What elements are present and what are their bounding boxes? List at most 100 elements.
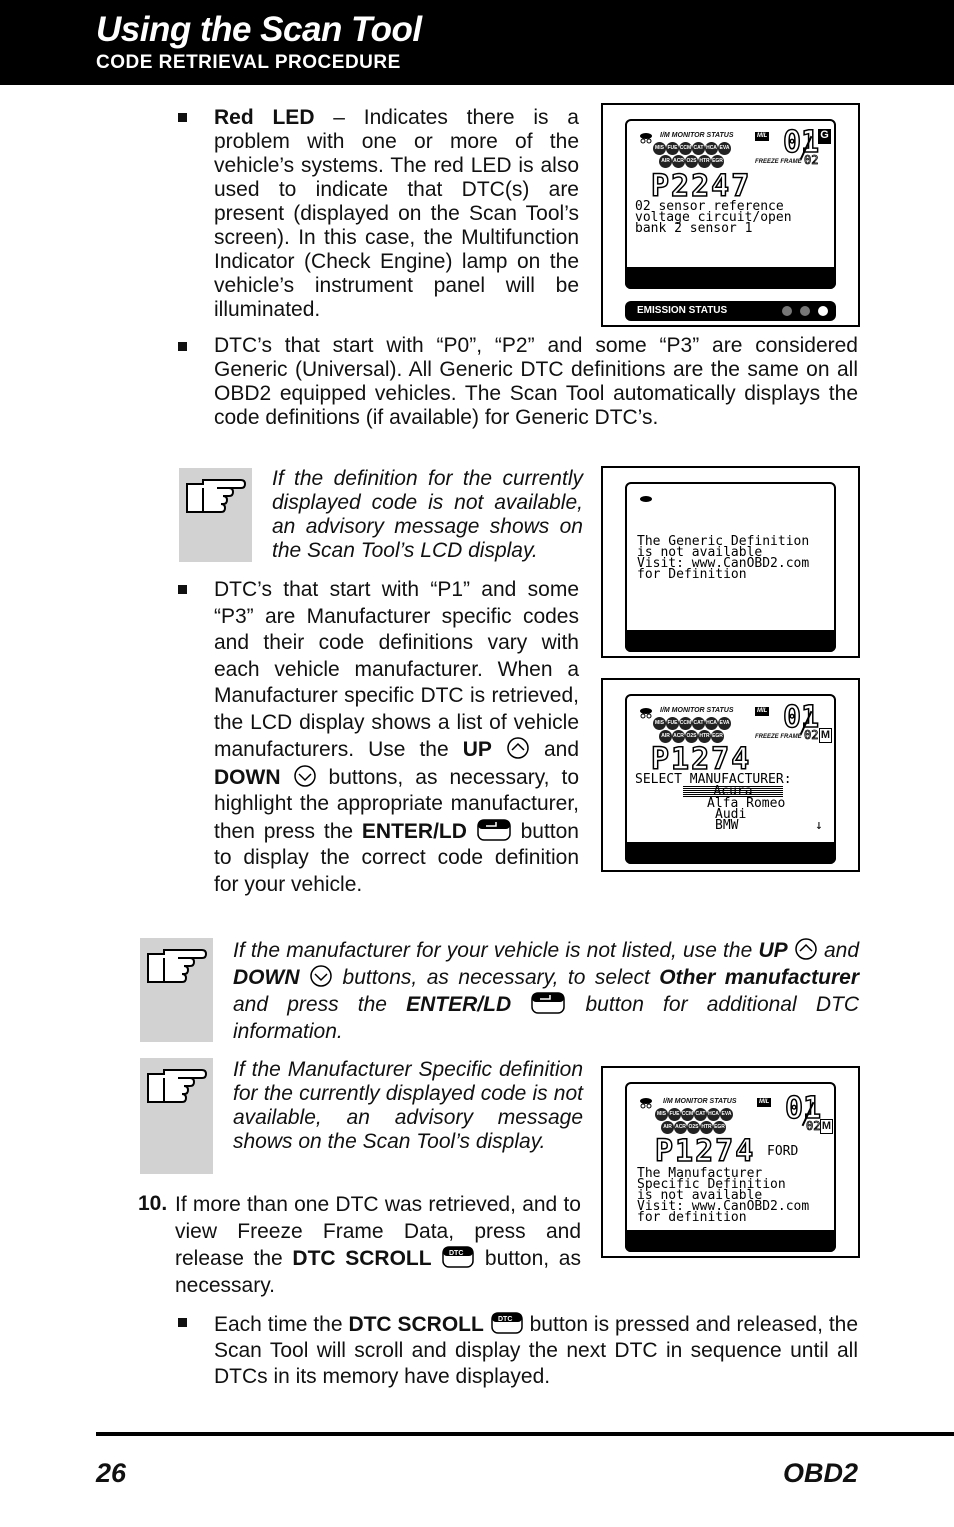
step-text-2: button, as necessary. [175, 1247, 581, 1297]
monitor-air: AIR [659, 730, 672, 743]
monitor-acr: ACR [674, 1121, 687, 1134]
bullet-marker [178, 585, 187, 594]
monitor-egr: EGR [711, 730, 724, 743]
lcd-screen-generic-unavailable: The Generic Definition is not available … [601, 466, 860, 658]
lcd-bottom-bar [625, 630, 836, 652]
scroll-text-1: Each time the [214, 1313, 349, 1336]
down-button-icon [310, 965, 332, 987]
up-label: UP [462, 738, 492, 761]
footer-rule [96, 1432, 954, 1436]
monitor-eva: EVA [718, 142, 731, 155]
bullet-marker [178, 1318, 187, 1327]
scroll-down-arrow: ↓ [815, 818, 823, 833]
freeze-frame-label: FREEZE FRAME [755, 734, 802, 740]
note-hand-icon [140, 938, 213, 1042]
dtc-code: P2247 [650, 168, 752, 205]
note-text-1: If the manufacturer for your vehicle is … [233, 939, 759, 962]
mil-indicator: MIL [757, 1098, 772, 1107]
monitor-htr: HTR [700, 1121, 713, 1134]
manufacturer-highlighted: Acura [683, 785, 783, 798]
monitor-ccm: CCM [679, 142, 692, 155]
manufacturer-text-3: button to display the correct code defin… [214, 819, 579, 896]
red-led-term: Red LED [214, 106, 315, 129]
and-text: and [529, 738, 580, 761]
manufacturer-name: FORD [767, 1144, 799, 1159]
note-specific-text: If the Manufacturer Specific definition … [233, 1058, 583, 1153]
note-generic-text: If the definition for the currently disp… [272, 467, 583, 562]
dtc-scroll-label: DTC SCROLL [292, 1247, 432, 1270]
enter-ld-button-icon [477, 818, 511, 841]
led-yellow [800, 306, 810, 316]
manufacturer-item: Audi [715, 807, 747, 822]
step-10-text: If more than one DTC was retrieved, and … [175, 1192, 581, 1299]
dtc-code: P1274 [650, 741, 752, 778]
monitor-htr: HTR [698, 730, 711, 743]
generic-unavailable-message: The Generic Definition is not available … [637, 534, 810, 582]
note-text-2: and [817, 939, 860, 962]
mil-indicator: MIL [755, 707, 770, 716]
monitor-egr: EGR [711, 155, 724, 168]
monitor-o2s: O2S [685, 155, 698, 168]
manufacturer-item: Alfa Romeo [707, 796, 786, 811]
svg-text:DTC: DTC [449, 1250, 463, 1257]
enter-label: ENTER/LD [406, 993, 512, 1016]
dtc-total: 02 [806, 1119, 821, 1134]
manufacturer-text-2: buttons, as necessary, to highlight the … [214, 765, 579, 843]
mil-indicator: MIL [755, 132, 770, 141]
monitor-o2s: O2S [687, 1121, 700, 1134]
monitor-eva: EVA [720, 1108, 733, 1121]
monitor-hca: HCA [705, 142, 718, 155]
monitor-cat: CAT [692, 142, 705, 155]
monitor-acr: ACR [672, 730, 685, 743]
manufacturer-dtc-paragraph: DTC’s that start with “P1” and some “P3”… [214, 577, 579, 898]
dtc-total: 02 [804, 728, 819, 743]
monitor-air: AIR [661, 1121, 674, 1134]
bullet-marker [178, 342, 187, 351]
monitor-eva: EVA [718, 717, 731, 730]
enter-label: ENTER/LD [361, 819, 467, 843]
step-text-1: If more than one DTC was retrieved, and … [175, 1193, 581, 1270]
led-red [818, 306, 828, 316]
select-manufacturer-heading: SELECT MANUFACTURER: [635, 772, 792, 787]
monitor-cat: CAT [692, 717, 705, 730]
monitor-ccm: CCM [679, 717, 692, 730]
monitor-o2s: O2S [685, 730, 698, 743]
freeze-frame-label: FREEZE FRAME [755, 159, 802, 165]
dtc-scroll-label: DTC SCROLL [348, 1313, 484, 1336]
dtc-scroll-paragraph: Each time the DTC SCROLL DTC button is p… [214, 1311, 858, 1390]
generic-dtc-paragraph: DTC’s that start with “P0”, “P2” and som… [214, 334, 858, 429]
manufacturer-unavailable-message: The Manufacturer Specific Definition is … [637, 1166, 810, 1225]
monitor-fue: FUE [666, 717, 679, 730]
header-subtitle: CODE RETRIEVAL PROCEDURE [96, 52, 401, 73]
monitor-htr: HTR [698, 155, 711, 168]
dtc-scroll-button-icon: DTC [490, 1312, 523, 1334]
step-number: 10. [138, 1192, 168, 1215]
emission-status-strip: EMISSION STATUS [625, 301, 836, 321]
svg-text:DTC: DTC [498, 1316, 512, 1323]
down-label: DOWN [214, 765, 281, 789]
led-green [782, 306, 792, 316]
up-button-icon [795, 938, 817, 960]
emission-status-label: EMISSION STATUS [637, 305, 728, 316]
monitor-mis: MIS [653, 717, 666, 730]
red-led-text: – Indicates there is a problem with one … [214, 106, 579, 321]
up-label: UP [758, 939, 788, 962]
red-led-paragraph: Red LED – Indicates there is a problem w… [214, 106, 579, 322]
scroll-text-2: button is pressed and released, the Scan… [214, 1313, 859, 1388]
manufacturer-item: BMW [715, 818, 739, 833]
car-icon [640, 496, 652, 502]
enter-ld-button-icon [531, 992, 566, 1014]
up-button-icon [507, 737, 529, 759]
dtc-definition: 02 sensor reference voltage circuit/open… [635, 199, 792, 236]
lcd-bottom-bar [625, 842, 836, 864]
note-text-3: buttons, as necessary, to select [333, 966, 660, 989]
monitor-hca: HCA [707, 1108, 720, 1121]
page-header: Using the Scan Tool CODE RETRIEVAL PROCE… [0, 0, 954, 85]
